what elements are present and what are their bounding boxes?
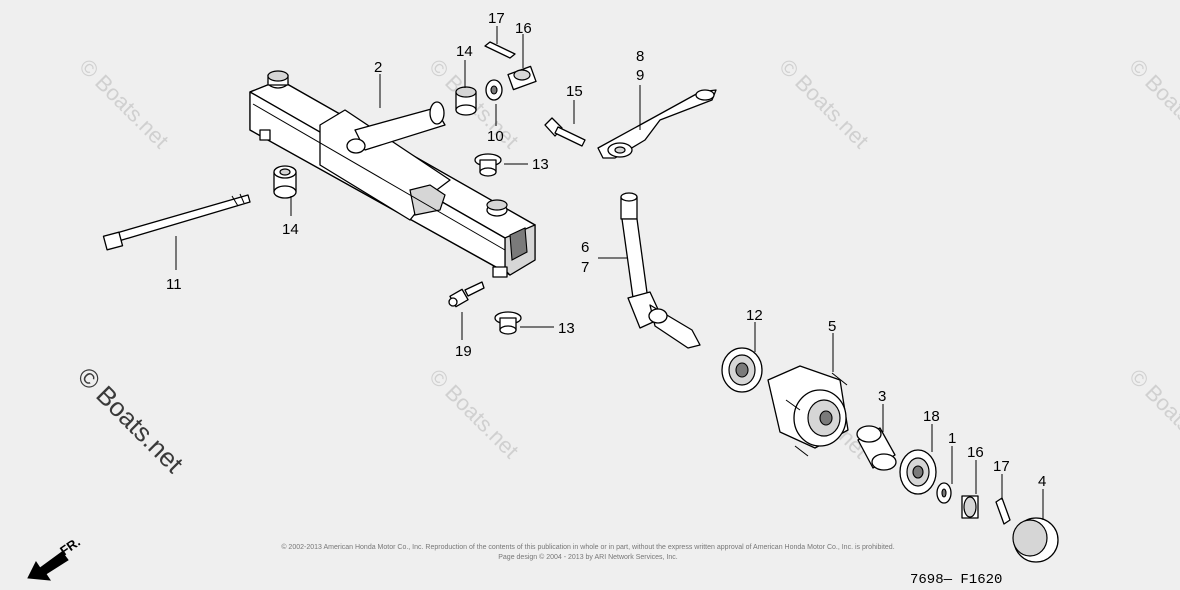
watermark-mc: © Boats.net — [424, 364, 523, 463]
watermark-main: © Boats.net — [72, 361, 190, 479]
callout-13-bottom: 13 — [558, 320, 575, 337]
callout-13-top: 13 — [532, 156, 549, 173]
flange-bushing-bottom — [494, 311, 522, 335]
front-direction-indicator: FR. — [27, 534, 83, 581]
callout-16-top: 16 — [515, 20, 532, 37]
bushing-top — [455, 86, 477, 116]
washer-1 — [936, 482, 952, 504]
callout-10: 10 — [487, 128, 504, 145]
callout-15: 15 — [566, 83, 583, 100]
leader-lines — [175, 26, 1044, 520]
steering-arm — [597, 89, 717, 159]
bearing-18 — [899, 449, 937, 495]
callout-11: 11 — [166, 276, 182, 293]
callout-18: 18 — [923, 408, 940, 425]
callout-16-right: 16 — [967, 444, 984, 461]
watermark-tl: © Boats.net — [74, 54, 173, 153]
pivot-bolt — [102, 193, 251, 251]
callout-labels: 2 11 14 14 10 17 16 13 15 8 9 6 7 19 13 … — [166, 10, 1046, 490]
callout-3: 3 — [878, 388, 886, 405]
callout-5: 5 — [828, 318, 836, 335]
spindle — [620, 192, 701, 349]
hex-bolt — [544, 117, 586, 147]
callout-8: 8 — [636, 48, 644, 65]
callout-19: 19 — [455, 343, 472, 360]
copyright-line-1: © 2002-2013 American Honda Motor Co., In… — [281, 543, 894, 551]
washer-10 — [485, 79, 503, 101]
callout-4: 4 — [1038, 473, 1046, 490]
callout-17-top: 17 — [488, 10, 505, 27]
dust-cap — [1012, 517, 1059, 563]
callout-1: 1 — [948, 430, 956, 447]
bushing-left — [273, 165, 297, 199]
callout-2: 2 — [374, 59, 382, 76]
callout-12: 12 — [746, 307, 763, 324]
callout-14-left: 14 — [282, 221, 299, 238]
wheel-hub — [767, 365, 849, 457]
castle-nut-right — [961, 495, 979, 519]
cotter-pin-right — [995, 497, 1011, 525]
watermark-tr: © Boats.net — [774, 54, 873, 153]
castle-nut-top — [507, 65, 537, 91]
callout-9: 9 — [636, 67, 644, 84]
watermark-mfr: © Boats.net — [1124, 364, 1180, 463]
arrow-icon — [27, 551, 69, 581]
callout-14-top: 14 — [456, 43, 473, 60]
cotter-pin-top — [484, 41, 516, 59]
flange-bushing-top — [474, 153, 502, 177]
callout-6: 6 — [581, 239, 589, 256]
spacer-tube — [856, 425, 897, 471]
watermark-tfr: © Boats.net — [1124, 54, 1180, 153]
grease-fitting — [448, 281, 485, 308]
callout-17-right: 17 — [993, 458, 1010, 475]
bearing-12 — [721, 347, 763, 393]
callout-7: 7 — [581, 259, 589, 276]
figure-code: 7698— F1620 — [910, 572, 1002, 588]
axle-beam — [249, 70, 536, 278]
copyright-line-2: Page design © 2004 - 2013 by ARI Network… — [498, 553, 678, 561]
